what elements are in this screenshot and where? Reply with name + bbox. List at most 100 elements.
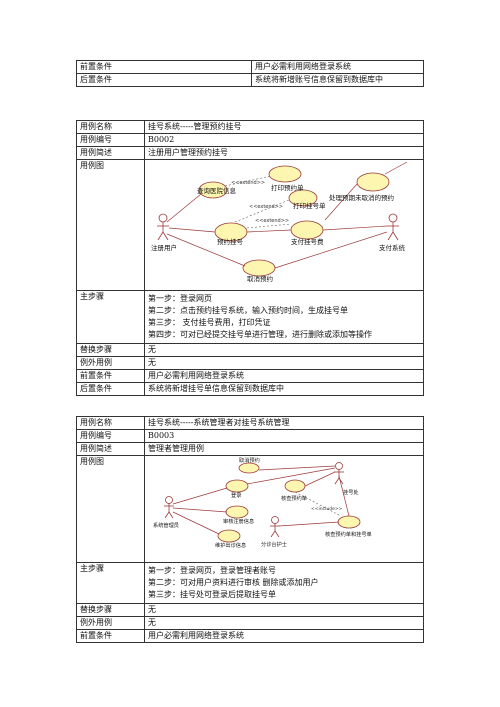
alt-steps-value: 无 <box>144 343 424 357</box>
exception-label: 例外用例 <box>76 356 145 370</box>
table-row: 用例名称 挂号系统-----管理预约挂号 <box>76 120 424 134</box>
uc-query-hospital <box>198 181 228 199</box>
uc-cancel-reservation <box>242 259 276 277</box>
actor-user-label: 注册用户 <box>151 243 177 252</box>
main-steps-label: 主步骤 <box>76 562 145 604</box>
actor-registered-user <box>157 213 169 241</box>
table-usecase-reservation: 用例名称 挂号系统-----管理预约挂号 用例编号 B0002 用例简述 注册用… <box>76 120 424 396</box>
main-steps: 第一步：登录网页 第二步：点击预约挂号系统，输入预约时间，生成挂号单 第三步： … <box>144 290 424 344</box>
usecase-diagram-label: 用例图 <box>76 159 145 291</box>
uc-cancel-label: 取消预约 <box>239 456 260 464</box>
usecase-desc-label: 用例简述 <box>76 442 145 456</box>
usecase-diagram-label: 用例图 <box>76 455 145 563</box>
uc-maintain-schedule <box>217 529 241 543</box>
uc-pay-fee <box>290 220 324 240</box>
uc-reserve-label: 预约挂号 <box>217 237 244 246</box>
exception-value: 无 <box>144 616 424 630</box>
uc-payfee-label: 支付挂号费 <box>291 237 324 246</box>
step-item: 第三步： 支付挂号费用，打印凭证 <box>148 318 271 327</box>
actor-payment-system <box>387 213 399 241</box>
main-steps-label: 主步骤 <box>76 290 145 344</box>
extend-label: <<extend>> <box>255 218 289 224</box>
usecase-id-label: 用例编号 <box>76 133 145 147</box>
actor-admin-label: 系统管理员 <box>153 521 179 529</box>
usecase-id-value: B0003 <box>144 429 424 443</box>
usecase-name-value: 挂号系统-----管理预约挂号 <box>144 120 424 134</box>
precondition-label: 前置条件 <box>76 60 252 74</box>
step-item: 第四步：可对已经提交挂号单进行管理，进行删除或添加等操作 <box>148 330 372 339</box>
extend-label: <<extend>> <box>231 180 265 186</box>
table-row: 用例编号 B0003 <box>76 429 424 443</box>
usecase-name-label: 用例名称 <box>76 120 145 134</box>
alt-steps-label: 替换步骤 <box>76 343 145 357</box>
actor-pay-label: 支付系统 <box>379 243 406 252</box>
table-row: 替换步骤 无 <box>76 603 424 617</box>
usecase-id-value: B0002 <box>144 133 424 147</box>
uc-check-reservation <box>284 479 306 493</box>
include-label: <<include>> <box>311 506 343 512</box>
precondition-value: 用户必需利用网络登录系统 <box>251 60 424 74</box>
uc-handle-overdue <box>356 172 390 192</box>
uc-print-reg-label: 打印挂号单 <box>293 201 326 210</box>
uc-maintain-label: 维护出诊信息 <box>215 541 246 549</box>
uc-print-reservation <box>268 165 302 183</box>
actor-admin <box>164 496 174 519</box>
uc-query-label: 查询医院信息 <box>197 186 237 195</box>
precondition-label: 前置条件 <box>76 629 145 643</box>
postcondition-value: 系统将新增账号信息保留到数据库中 <box>251 73 424 87</box>
usecase-desc-label: 用例简述 <box>76 146 145 160</box>
precondition-label: 前置条件 <box>76 369 145 383</box>
table-row: 前置条件 用户必需利用网络登录系统 <box>76 369 424 383</box>
table-row: 用例简述 注册用户管理预约挂号 <box>76 146 424 160</box>
usecase-desc-value: 注册用户管理预约挂号 <box>144 146 424 160</box>
postcondition-label: 后置条件 <box>76 73 252 87</box>
actor-nurse-label: 分诊台护士 <box>261 540 287 548</box>
table-row: 前置条件 用户必需利用网络登录系统 <box>76 629 424 643</box>
uc-cancel-label: 取消预约 <box>247 274 273 283</box>
uc-print-label: 打印预约单 <box>271 183 304 192</box>
table-row: 前置条件 用户必需利用网络登录系统 <box>76 60 424 74</box>
uc-check-reserve-label: 核查预约单 <box>281 494 307 502</box>
step-item: 第一步：登录网页，登录管理者账号 <box>148 566 276 575</box>
main-steps: 第一步：登录网页，登录管理者账号 第二步：可对用户资料进行审核 删除或添加用户 … <box>144 562 424 604</box>
table-conditions: 前置条件 用户必需利用网络登录系统 后置条件 系统将新增账号信息保留到数据库中 <box>76 60 424 87</box>
table-row: 例外用例 无 <box>76 356 424 370</box>
table-row: 用例简述 管理者管理用例 <box>76 442 424 456</box>
table-row: 替换步骤 无 <box>76 343 424 357</box>
extend-label: <<extend>> <box>249 204 283 210</box>
usecase-id-label: 用例编号 <box>76 429 145 443</box>
table-row: 用例图 <box>76 159 424 291</box>
table-row: 例外用例 无 <box>76 616 424 630</box>
uc-check-both <box>337 515 361 529</box>
uc-cancel-reservation <box>238 462 260 474</box>
table-row: 用例名称 挂号系统-----系统管理者对挂号系统管理 <box>76 416 424 430</box>
usecase-name-value: 挂号系统-----系统管理者对挂号系统管理 <box>144 416 424 430</box>
postcondition-value: 系统将新增挂号单信息保留到数据库中 <box>144 382 424 396</box>
usecase-diagram: 查询医院信息 打印预约单 打印挂号单 处理预期未取消的预约 预约挂号 支付挂号费… <box>151 161 408 283</box>
table-row: 用例图 <box>76 455 424 563</box>
postcondition-label: 后置条件 <box>76 382 145 396</box>
uc-login <box>225 479 249 493</box>
step-item: 第二步：可对用户资料进行审核 删除或添加用户 <box>148 578 319 587</box>
step-item: 第二步：点击预约挂号系统，输入预约时间，生成挂号单 <box>148 306 348 315</box>
step-item: 第一步：登录网页 <box>148 294 212 303</box>
exception-label: 例外用例 <box>76 616 145 630</box>
table-row: 主步骤 第一步：登录网页，登录管理者账号 第二步：可对用户资料进行审核 删除或添… <box>76 562 424 604</box>
table-row: 主步骤 第一步：登录网页 第二步：点击预约挂号系统，输入预约时间，生成挂号单 第… <box>76 290 424 344</box>
uc-handle-label: 处理预期未取消的预约 <box>329 193 394 202</box>
step-item: 第三步：挂号处可登录后提取挂号单 <box>148 590 276 599</box>
usecase-name-label: 用例名称 <box>76 416 145 430</box>
usecase-diagram-cell: 查询医院信息 打印预约单 打印挂号单 处理预期未取消的预约 预约挂号 支付挂号费… <box>144 159 424 291</box>
usecase-desc-value: 管理者管理用例 <box>144 442 424 456</box>
table-row: 用例编号 B0002 <box>76 133 424 147</box>
table-usecase-admin: 用例名称 挂号系统-----系统管理者对挂号系统管理 用例编号 B0003 用例… <box>76 416 424 643</box>
alt-steps-label: 替换步骤 <box>76 603 145 617</box>
usecase-diagram-cell: 取消预约 登录 核查预约单 审核注册信息 核查预约单和挂号单 维护出诊信息 系统… <box>144 455 424 563</box>
table-row: 后置条件 系统将新增挂号单信息保留到数据库中 <box>76 382 424 396</box>
table-row: 后置条件 系统将新增账号信息保留到数据库中 <box>76 73 424 87</box>
uc-check-both-label: 核查预约单和挂号单 <box>325 530 372 538</box>
actor-triage-nurse <box>270 516 280 538</box>
uc-review-registration <box>225 505 249 519</box>
uc-login-label: 登录 <box>231 491 241 499</box>
exception-value: 无 <box>144 356 424 370</box>
